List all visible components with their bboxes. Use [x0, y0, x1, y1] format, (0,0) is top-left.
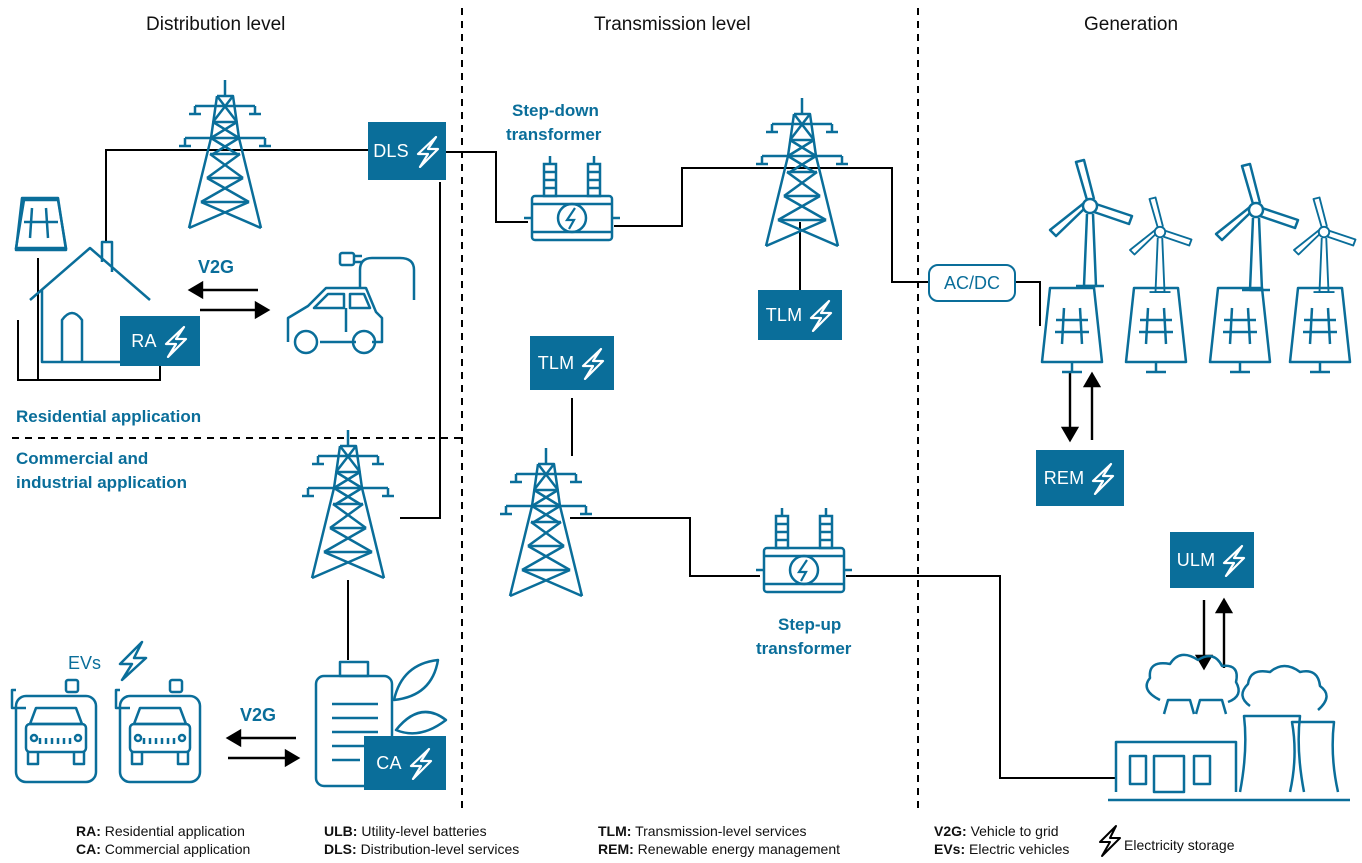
- plug-icon: [338, 251, 416, 300]
- legend-col-3: TLM: Transmission-level services REM: Re…: [598, 822, 840, 858]
- commercial-label-line2: industrial application: [16, 473, 187, 492]
- step-down-transformer-icon: [522, 154, 622, 242]
- legend-item: DLS: Distribution-level services: [324, 841, 520, 857]
- ca-box: CA: [364, 736, 446, 790]
- solar-panel-icon: [1208, 286, 1272, 374]
- power-lines: [17, 149, 1116, 779]
- dls-label: DLS: [373, 140, 409, 161]
- ev-plug-icons: [64, 678, 184, 694]
- legend-item: EVs: Electric vehicles: [934, 841, 1070, 857]
- power-plant-icon: [1108, 653, 1350, 802]
- wind-turbine-icon: [1293, 196, 1357, 293]
- house-icon: [14, 196, 151, 364]
- pylon-icon: [177, 78, 273, 230]
- ulm-box: ULM: [1170, 532, 1254, 588]
- bolt-icon: [409, 747, 432, 780]
- legend-item: CA: Commercial application: [76, 841, 251, 857]
- step-up-transformer-icon: [754, 506, 854, 594]
- bolt-icon: [1092, 462, 1115, 495]
- ev-icon: [10, 688, 98, 784]
- ca-label: CA: [376, 752, 402, 773]
- ac-dc-converter: AC/DC: [928, 264, 1016, 302]
- bolt-icon: [416, 135, 439, 168]
- pylon-icon: [754, 96, 850, 248]
- evs-bolt-icon: [118, 640, 148, 682]
- solar-panel-icon: [1124, 286, 1188, 374]
- legend-item: V2G: Vehicle to grid: [934, 823, 1059, 839]
- legend-item: TLM: Transmission-level services: [598, 823, 807, 839]
- solar-panel-icon: [1040, 286, 1104, 374]
- residential-label: Residential application: [16, 407, 202, 426]
- legend-item: RA: Residential application: [76, 823, 245, 839]
- dls-box: DLS: [368, 122, 446, 180]
- pylon-icon: [498, 446, 594, 598]
- pylon-icon: [300, 428, 396, 580]
- battery-icon: [314, 658, 448, 788]
- step-up-label-line2: transformer: [756, 639, 852, 658]
- section-dividers: [12, 8, 919, 808]
- header-transmission: Transmission level: [594, 14, 751, 35]
- ra-box: RA: [120, 316, 200, 366]
- evs-label: EVs: [68, 653, 102, 673]
- bolt-icon: [582, 347, 605, 380]
- wind-turbine-icon: [1129, 196, 1193, 293]
- commercial-label-line1: Commercial and: [16, 449, 149, 468]
- step-up-label-line1: Step-up: [778, 615, 842, 634]
- legend-bolt-icon: [1099, 825, 1121, 857]
- legend-col-1: RA: Residential application CA: Commerci…: [76, 822, 250, 858]
- legend-col-4: V2G: Vehicle to grid EVs: Electric vehic…: [934, 822, 1069, 858]
- legend-electricity-storage: Electricity storage: [1124, 837, 1235, 853]
- header-generation: Generation: [1084, 14, 1179, 35]
- bolt-icon: [810, 299, 833, 332]
- ulm-label: ULM: [1176, 549, 1216, 570]
- wind-turbine-icon: [1048, 158, 1134, 288]
- flow-arrows: [187, 280, 1234, 768]
- tlm-box-mid: TLM: [530, 336, 614, 390]
- car-icon: [286, 286, 384, 355]
- wind-turbine-icon: [1214, 162, 1300, 292]
- acdc-label: AC/DC: [943, 272, 1000, 293]
- legend-item: REM: Renewable energy management: [598, 841, 841, 857]
- tlm-box-top: TLM: [758, 290, 842, 340]
- tlm-label: TLM: [537, 352, 575, 373]
- v2g-label-bottom: V2G: [240, 705, 277, 725]
- ev-icon: [114, 688, 202, 784]
- solar-panel-icon: [14, 198, 68, 250]
- step-down-label-line2: transformer: [506, 125, 602, 144]
- legend-item: ULB: Utility-level batteries: [324, 823, 487, 839]
- step-down-label-line1: Step-down: [512, 101, 599, 120]
- rem-box: REM: [1036, 450, 1124, 506]
- bolt-icon: [1223, 544, 1246, 577]
- header-distribution: Distribution level: [146, 14, 286, 35]
- v2g-label-top: V2G: [198, 257, 235, 277]
- ra-label: RA: [131, 330, 157, 351]
- legend-col-2: ULB: Utility-level batteries DLS: Distri…: [324, 822, 519, 858]
- rem-label: REM: [1043, 467, 1085, 488]
- solar-panel-icon: [1288, 286, 1352, 374]
- bolt-icon: [164, 325, 187, 358]
- tlm-label: TLM: [765, 304, 803, 325]
